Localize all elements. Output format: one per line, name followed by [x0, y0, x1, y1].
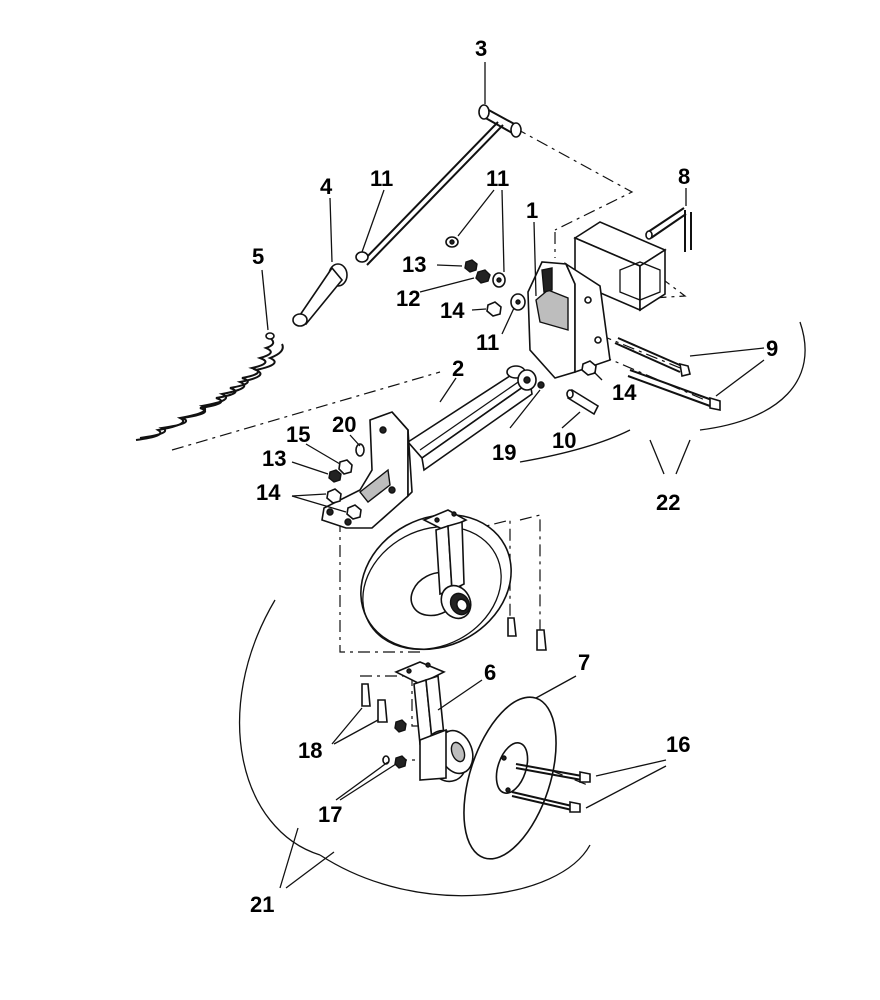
callout-labels: 3 4 11 5 11 1 8 13 12 14 11 9 14 2 10 19… — [250, 36, 778, 917]
label-12: 12 — [396, 286, 420, 311]
leader-lines — [261, 62, 765, 889]
centerline-pin-to-bracket — [514, 127, 634, 231]
label-15: 15 — [286, 422, 310, 447]
label-5: 5 — [252, 244, 264, 269]
part-4-sleeve — [292, 263, 348, 327]
centerline-spring-to-arm — [171, 371, 441, 451]
part-11-washer-mid — [492, 272, 506, 288]
label-4: 4 — [320, 174, 333, 199]
label-9: 9 — [766, 336, 778, 361]
label-6: 6 — [484, 660, 496, 685]
label-17: 17 — [318, 802, 342, 827]
part-20-washer — [355, 443, 365, 457]
label-11-lower: 11 — [476, 330, 499, 355]
assembly-22-boundary-left — [519, 429, 631, 463]
part-9-bolts — [614, 337, 721, 411]
part-11-washer-upper — [445, 236, 459, 248]
part-14-locknut-lower — [326, 488, 362, 520]
part-16-disc-bolts — [511, 763, 591, 813]
part-2-arm — [321, 365, 537, 529]
part-8-l-pin — [645, 207, 692, 252]
label-14-lower: 14 — [256, 480, 281, 505]
label-16: 16 — [666, 732, 690, 757]
label-22: 22 — [656, 490, 680, 515]
part-13-nut-upper — [464, 259, 478, 273]
part-6-shank — [394, 661, 474, 783]
part-11-washer-low — [510, 293, 526, 311]
part-15-bolt — [338, 459, 353, 475]
label-13-upper: 13 — [402, 252, 426, 277]
label-2: 2 — [452, 356, 464, 381]
label-11-upper: 11 — [486, 166, 509, 191]
assembly-21-boundary — [238, 599, 321, 856]
part-7-disc — [463, 696, 557, 860]
label-14-upper: 14 — [440, 298, 465, 323]
assembly-22-boundary — [699, 321, 806, 431]
label-3: 3 — [475, 36, 487, 61]
label-11-rod: 11 — [370, 166, 393, 191]
label-1: 1 — [526, 198, 538, 223]
label-13-lower: 13 — [262, 446, 286, 471]
upper-disc-assembly — [360, 509, 547, 651]
label-20: 20 — [332, 412, 356, 437]
part-11-washer-rod — [355, 251, 369, 263]
part-10-pin — [566, 388, 600, 416]
part-14-locknut-upper — [486, 301, 502, 317]
part-17-nuts — [382, 755, 407, 769]
part-18-bolts — [361, 683, 407, 733]
label-19: 19 — [492, 440, 516, 465]
label-8: 8 — [678, 164, 690, 189]
label-21: 21 — [250, 892, 274, 917]
part-5-coil-spring — [135, 332, 284, 441]
square-tube — [573, 221, 667, 312]
part-12-nut — [475, 269, 491, 284]
label-18: 18 — [298, 738, 322, 763]
part-1-mounting-bracket — [527, 261, 611, 379]
part-13-nut-lower — [328, 469, 342, 483]
label-14-right: 14 — [612, 380, 637, 405]
assembly-21-boundary-bottom — [319, 844, 591, 897]
part-3-t-handle-rod — [361, 104, 522, 266]
label-7: 7 — [578, 650, 590, 675]
label-10: 10 — [552, 428, 576, 453]
part-19-grease-fitting — [537, 381, 545, 389]
